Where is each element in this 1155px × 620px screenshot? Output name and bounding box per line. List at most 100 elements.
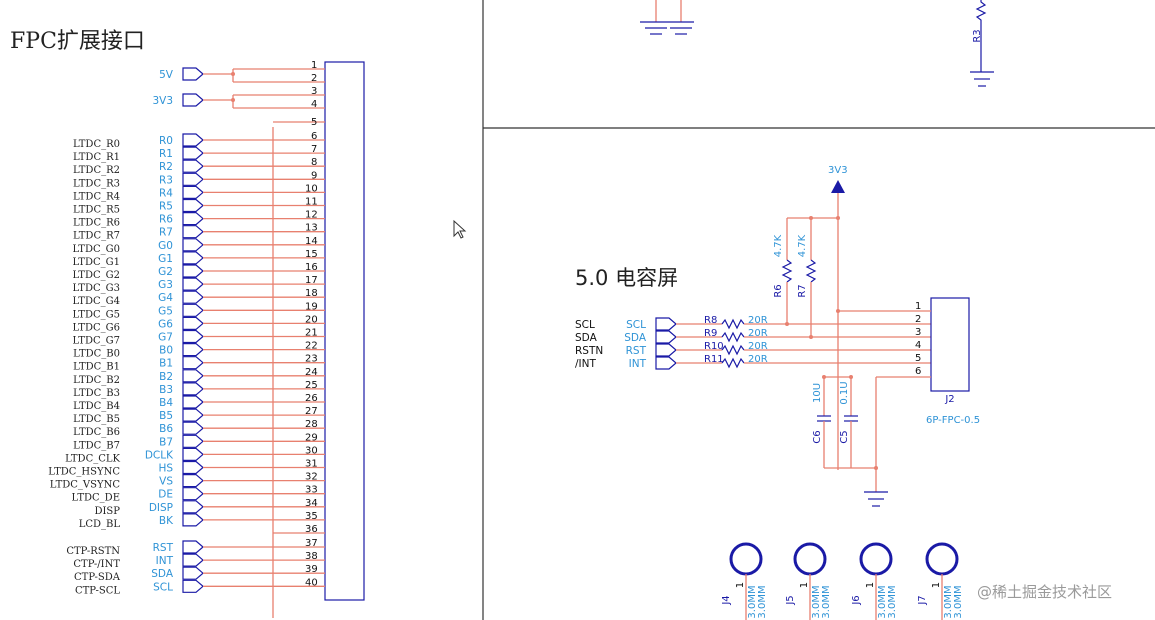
series-ref: R11 <box>704 354 724 365</box>
signal-desc: LTDC_R0 <box>73 139 120 150</box>
vcc-arrow-icon <box>831 180 845 193</box>
pin-number: 21 <box>305 328 318 339</box>
j2-pin-number: 6 <box>915 366 921 377</box>
hole-size-2: 3.0MM <box>953 585 964 618</box>
signal-net-label: G2 <box>158 266 173 278</box>
signal-net-label: R7 <box>159 227 173 239</box>
signal-desc: LTDC_G2 <box>72 270 120 281</box>
signal-desc: LTDC_G6 <box>72 322 120 333</box>
ctp-desc: CTP-SDA <box>74 572 121 583</box>
hole-pin: 1 <box>931 582 942 588</box>
pullup-resistor-icon <box>805 259 817 283</box>
signal-flag-icon <box>182 369 204 383</box>
hole-ref: J5 <box>785 595 796 605</box>
signal-flag-icon <box>182 460 204 475</box>
ctp-signal-net: RST <box>626 345 647 357</box>
mounting-hole-icon <box>859 542 893 576</box>
pin-number: 3 <box>311 86 317 97</box>
signal-net-label: R0 <box>159 135 173 147</box>
pin-number: 18 <box>305 288 318 299</box>
pin-number: 6 <box>311 131 317 142</box>
pin-number: 34 <box>305 498 318 509</box>
signal-desc: LTDC_R4 <box>73 191 120 202</box>
signal-desc: LTDC_G4 <box>72 296 120 307</box>
signal-flag-icon <box>182 343 204 357</box>
ctp-signal-desc: RSTN <box>575 345 603 357</box>
signal-net-label: B4 <box>159 397 173 409</box>
signal-net-label: G7 <box>158 332 173 344</box>
signal-net-label: G4 <box>158 292 173 304</box>
signal-net-label: DE <box>158 489 173 501</box>
ctp-signal-flag-icon <box>655 317 677 331</box>
series-ref: R10 <box>704 341 724 352</box>
pin-number: 2 <box>311 73 317 84</box>
series-resistor-icon <box>721 318 745 330</box>
ctp-flag-icon <box>182 540 204 554</box>
series-resistor-icon <box>721 331 745 343</box>
hole-size-2: 3.0MM <box>887 585 898 618</box>
series-resistor-icon <box>721 357 745 369</box>
signal-net-label: R6 <box>159 214 173 226</box>
hole-pin: 1 <box>799 582 810 588</box>
pin-number: 19 <box>305 301 318 312</box>
ctp-net-label: RST <box>153 542 174 554</box>
signal-flag-icon <box>182 290 204 304</box>
signal-flag-icon <box>182 277 204 291</box>
pin-number: 37 <box>305 538 318 549</box>
series-resistor-icon <box>721 344 745 356</box>
signal-desc: LTDC_R7 <box>73 231 120 242</box>
pullup-resistor-icon <box>781 259 793 283</box>
signal-flag-icon <box>182 329 204 344</box>
signal-net-label: DCLK <box>145 449 174 461</box>
c6-ref: C6 <box>812 430 823 443</box>
gnd-icon <box>864 491 888 507</box>
signal-flag-icon <box>182 513 204 527</box>
signal-net-label: G5 <box>158 305 173 317</box>
hole-ref: J4 <box>721 595 732 605</box>
signal-desc: DISP <box>94 506 120 517</box>
pin-number: 12 <box>305 210 318 221</box>
hole-size-2: 3.0MM <box>821 585 832 618</box>
signal-net-label: G3 <box>158 279 173 291</box>
hole-pin: 1 <box>865 582 876 588</box>
signal-flag-icon <box>182 225 204 239</box>
signal-flag-icon <box>182 198 204 213</box>
ctp-signal-flag-icon <box>655 343 677 357</box>
hole-size: 3.0MM <box>943 585 954 618</box>
pullup-value: 4.7K <box>773 234 784 257</box>
pin-number: 1 <box>311 60 317 71</box>
signal-flag-icon <box>182 447 204 461</box>
signal-flag-icon <box>182 474 204 488</box>
pin-number: 39 <box>305 564 318 575</box>
signal-flag-icon <box>182 500 204 514</box>
mounting-hole-icon <box>925 542 959 576</box>
j2-ref: J2 <box>944 394 954 405</box>
r3-resistor: R3 <box>970 0 994 87</box>
signal-flag-icon <box>182 146 204 160</box>
pin-number: 32 <box>305 472 318 483</box>
signal-net-label: B2 <box>159 371 173 383</box>
j2-pin-number: 1 <box>915 301 921 312</box>
hole-size-2: 3.0MM <box>757 585 768 618</box>
series-value: 20R <box>748 341 768 352</box>
signal-desc: LTDC_R1 <box>73 152 120 163</box>
fpc-title: FPC扩展接口 <box>10 29 145 54</box>
pin-number: 9 <box>311 170 317 181</box>
ctp-net-label: SCL <box>153 581 173 593</box>
pin-number: 16 <box>305 262 318 273</box>
j2-pin-number: 2 <box>915 314 921 325</box>
signal-net-label: G6 <box>158 318 173 330</box>
fpc-connector-body <box>324 61 365 601</box>
ctp-signal-desc: SCL <box>575 319 595 331</box>
power-flag-icon <box>182 67 204 81</box>
pin-number: 24 <box>305 367 318 378</box>
signal-flag-icon <box>182 238 204 252</box>
signal-desc: LTDC_G0 <box>72 244 120 255</box>
ctp-desc: CTP-SCL <box>75 585 120 596</box>
signal-net-label: B3 <box>159 384 173 396</box>
ctp-title: 5.0 电容屏 <box>575 266 678 290</box>
pin-number: 7 <box>311 144 317 155</box>
